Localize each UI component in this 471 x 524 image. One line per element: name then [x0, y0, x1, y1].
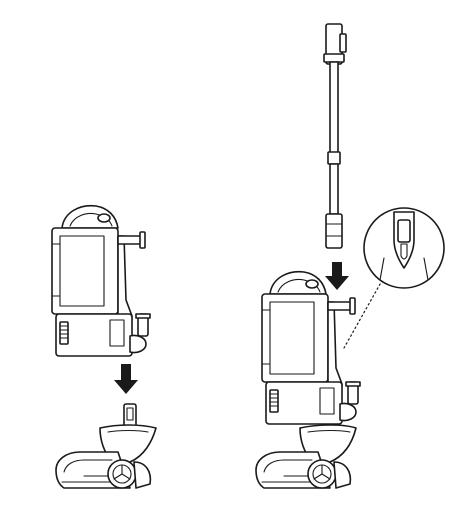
left-dust-cup — [51, 227, 119, 315]
down-arrow-icon — [325, 262, 349, 290]
wand-tube — [323, 23, 347, 249]
left-floor-nozzle — [55, 403, 157, 489]
right-illustration — [255, 23, 445, 489]
right-vacuum-pod — [261, 270, 361, 425]
left-illustration — [51, 204, 157, 489]
left-vacuum-pod — [51, 204, 151, 357]
right-floor-nozzle — [255, 424, 357, 489]
callout-leader-line — [343, 269, 389, 349]
down-arrow-icon — [114, 364, 138, 394]
detail-magnifier — [363, 207, 445, 289]
left-vent-slots — [59, 321, 69, 345]
